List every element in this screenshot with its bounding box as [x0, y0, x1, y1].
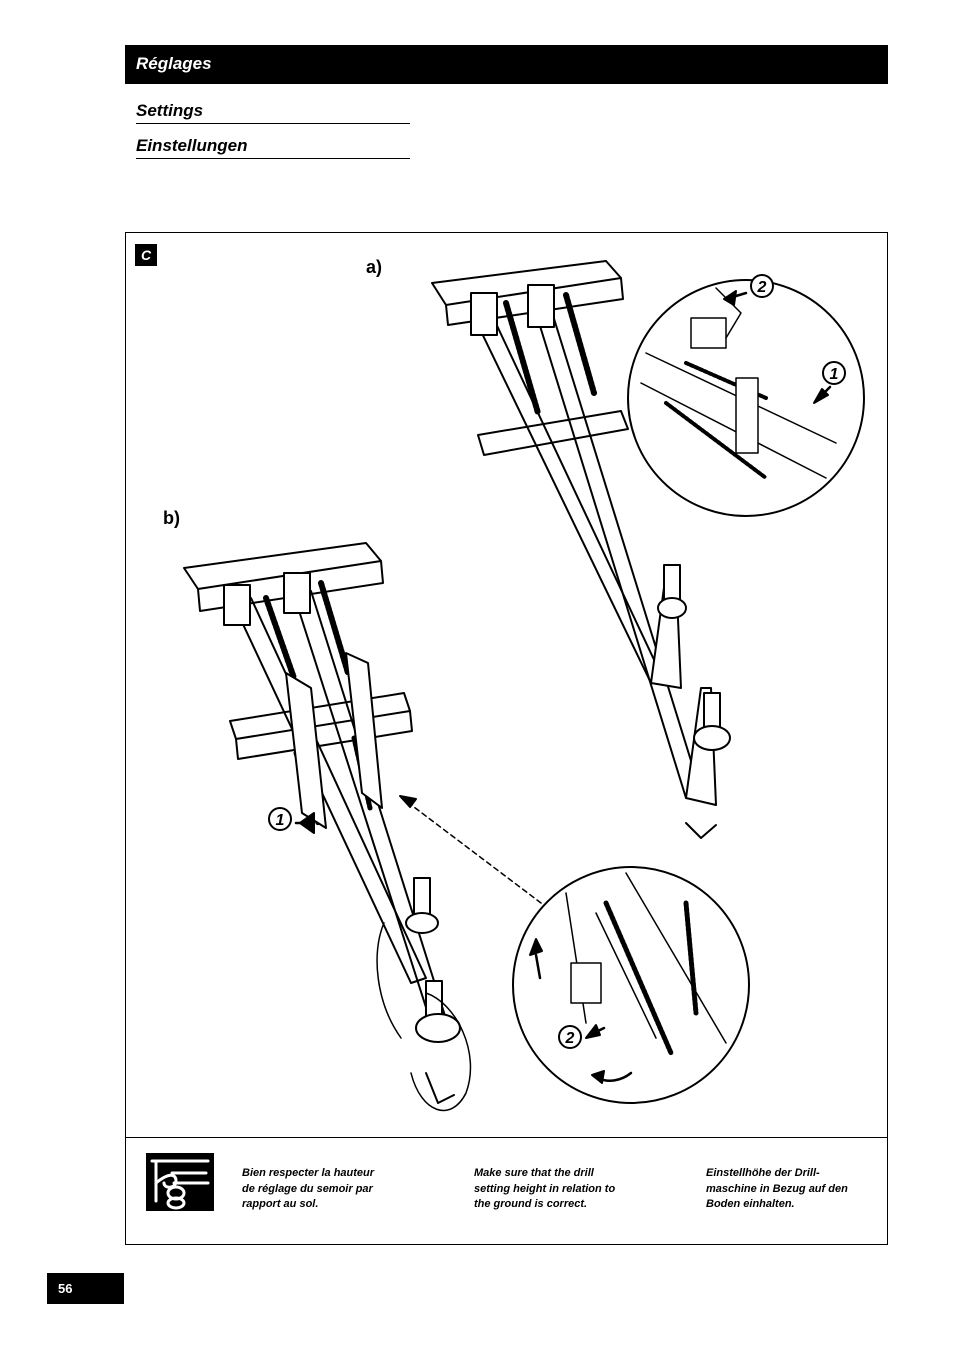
note-pictogram-icon — [146, 1153, 214, 1211]
subheading-settings: Settings — [136, 101, 410, 124]
subheading-einstellungen: Einstellungen — [136, 136, 410, 159]
figure-a-drawing — [431, 260, 731, 839]
note-line: maschine in Bezug auf den — [706, 1182, 848, 1195]
note-german: Einstellhöhe der Drill- maschine in Bezu… — [706, 1166, 876, 1213]
page-number: 56 — [58, 1281, 73, 1296]
figure-b-label: b) — [163, 508, 180, 528]
callout-1-a: 1 — [830, 366, 839, 383]
figure-frame — [125, 232, 888, 1245]
note-line: setting height in relation to — [474, 1182, 616, 1195]
note-line: de réglage du semoir par — [242, 1182, 373, 1195]
page-title: Réglages — [136, 54, 212, 73]
section-badge: C — [135, 244, 157, 266]
drill-coulter-illustration: 2 1 1 2 — [183, 260, 865, 1112]
note-line: Einstellhöhe der Drill- — [706, 1167, 820, 1179]
page-number-box: 56 — [47, 1273, 124, 1304]
note-line: Make sure that the drill — [474, 1167, 594, 1179]
note-line: Boden einhalten. — [706, 1198, 795, 1210]
callout-2-b: 2 — [565, 1030, 575, 1047]
callout-2-a: 2 — [757, 279, 767, 296]
title-bar: Réglages — [125, 45, 888, 84]
figure-a-label: a) — [366, 257, 383, 277]
note-french: Bien respecter la hauteur de réglage du … — [242, 1166, 412, 1213]
note-line: the ground is correct. — [474, 1198, 588, 1210]
frame-divider — [125, 1137, 888, 1138]
callout-1-b: 1 — [276, 812, 285, 829]
figure-b-drawing — [183, 542, 472, 1112]
note-line: Bien respecter la hauteur — [242, 1167, 375, 1179]
note-line: rapport au sol. — [242, 1198, 319, 1210]
note-english: Make sure that the drill setting height … — [474, 1166, 644, 1213]
